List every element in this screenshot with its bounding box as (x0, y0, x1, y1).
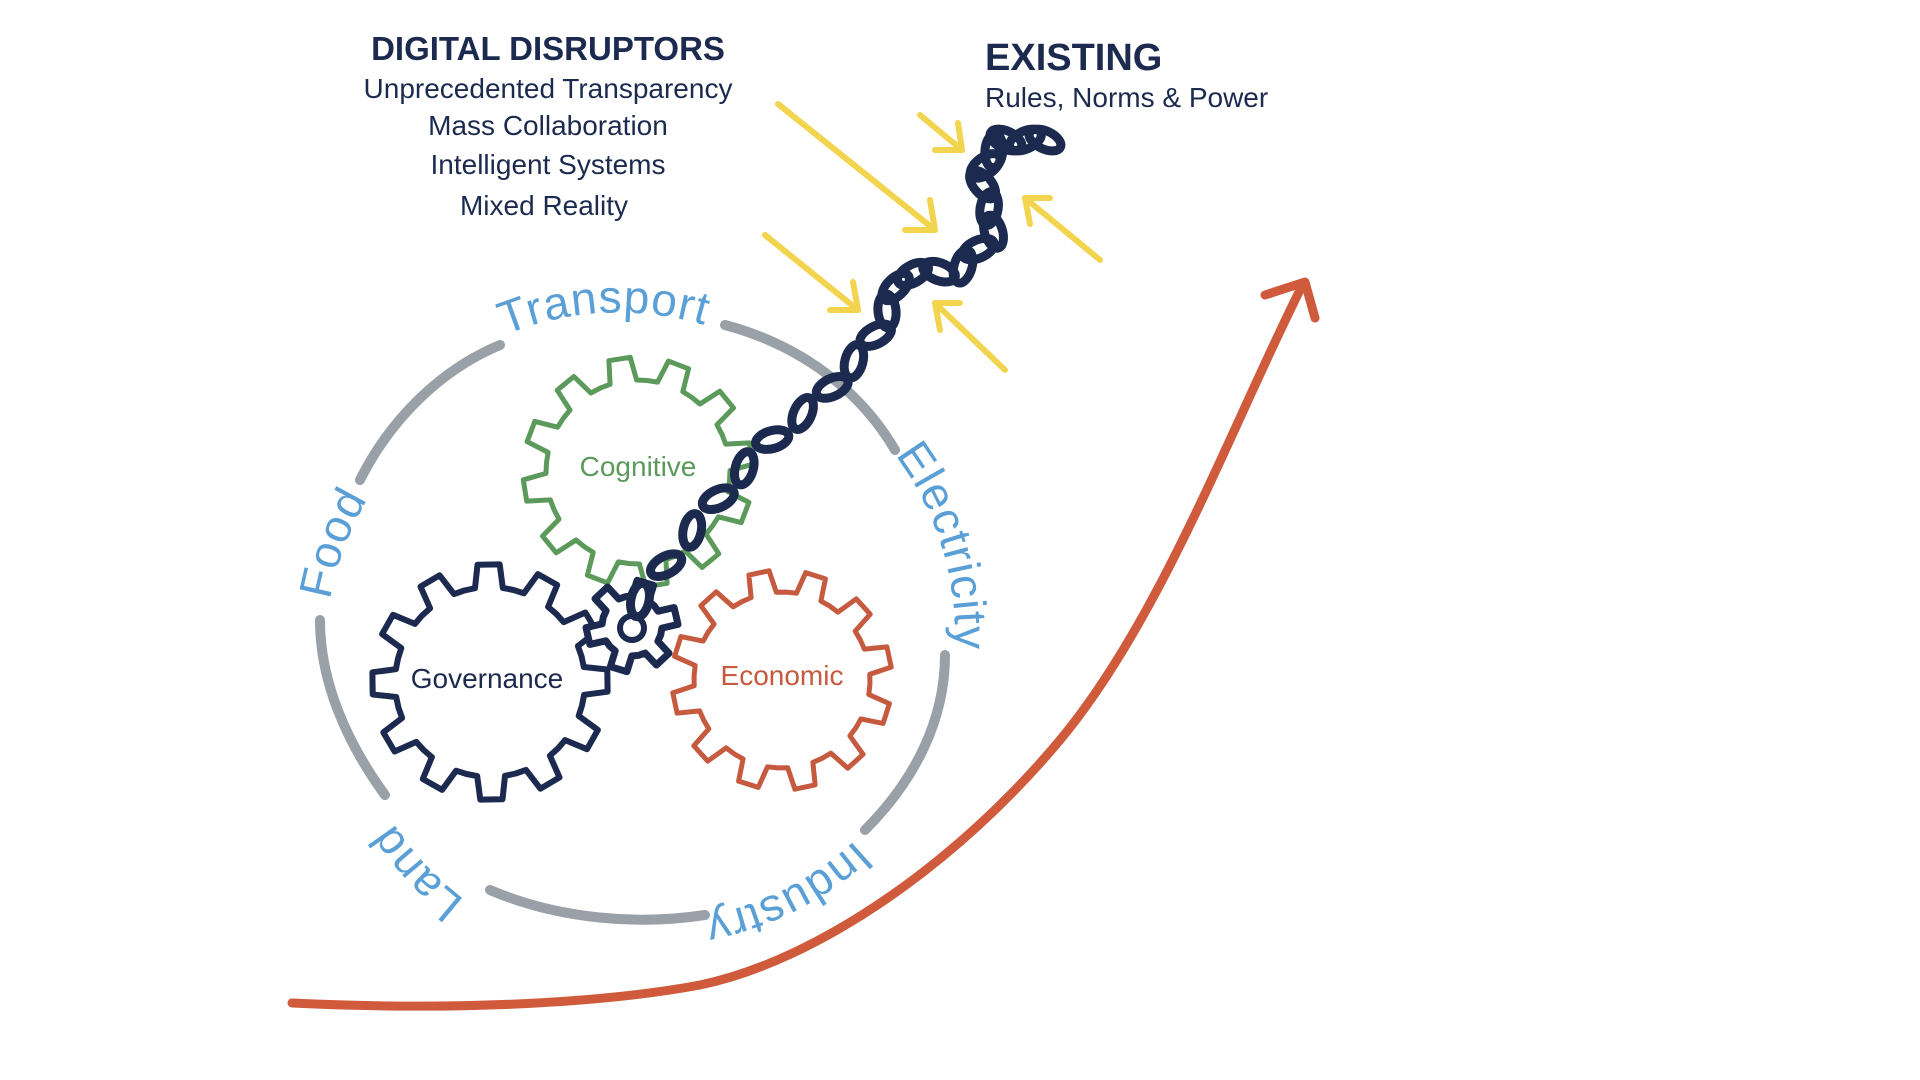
chain-link (646, 549, 687, 581)
chain-link (729, 447, 759, 490)
ring-segment-right (860, 650, 950, 835)
gear-label-economic: Economic (721, 660, 844, 691)
small-anchor-gear-icon (582, 576, 682, 676)
arrow-icon-5 (932, 300, 1008, 373)
disruptor-item: Mass Collaboration (428, 110, 668, 141)
ring-segment-left-bottom (315, 615, 390, 800)
ring-label-electricity: Electricity (887, 431, 997, 650)
growth-curve (287, 277, 1320, 1011)
chain-link (1024, 124, 1066, 156)
disruptors-title: DIGITAL DISRUPTORS (371, 30, 725, 67)
chain-link (787, 393, 818, 434)
pressure-arrows (762, 101, 1103, 373)
disruptor-item: Intelligent Systems (431, 149, 666, 180)
arrow-icon-4 (1022, 195, 1103, 263)
arrow-icon-1 (775, 101, 938, 233)
outer-ring (315, 320, 950, 925)
growth-arrow-head-icon (1260, 277, 1320, 323)
disruptor-item: Mixed Reality (460, 190, 628, 221)
chain-link (979, 210, 1008, 253)
ring-segment-top-right (720, 320, 900, 455)
ring-segment-bottom (485, 885, 710, 925)
ring-label-industry: Industry (702, 833, 883, 958)
chain-link (877, 268, 914, 306)
disruptor-item: Unprecedented Transparency (364, 73, 733, 104)
governance-gear-icon (369, 561, 611, 803)
ring-label-food: Food (289, 478, 377, 602)
chain-link (697, 483, 739, 514)
chain-icon (626, 124, 1066, 622)
growth-curve-line (287, 285, 1305, 1011)
economic-gear-icon (670, 568, 894, 792)
existing-title: EXISTING (985, 37, 1162, 79)
gear-label-governance: Governance (411, 663, 564, 694)
ring-label-transport: Transport (491, 270, 717, 344)
gear-label-cognitive: Cognitive (580, 451, 697, 482)
ring-label-land: Land (358, 817, 471, 933)
ring-segment-top-left (355, 340, 505, 485)
existing-subtitle: Rules, Norms & Power (985, 82, 1268, 113)
chain-link (678, 509, 707, 552)
chain-link (626, 578, 654, 622)
arrow-icon-3 (762, 232, 861, 313)
arrow-icon-2 (917, 112, 965, 153)
chain-link (751, 425, 794, 454)
